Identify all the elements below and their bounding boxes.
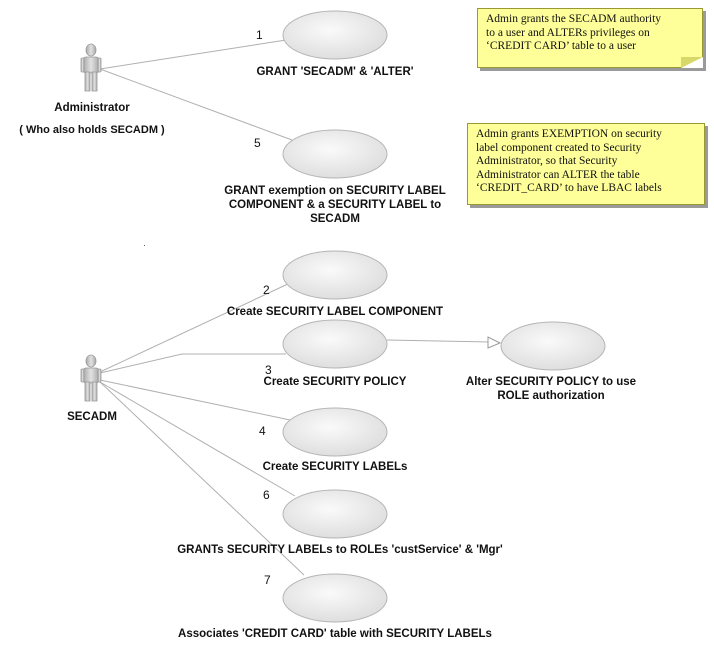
use-case-uc5-label: GRANT exemption on SECURITY LABEL COMPON… [224,185,446,225]
note-exemption[interactable]: Admin grants EXEMPTION on security label… [467,123,705,205]
assoc-secadm-uc4 [99,379,291,421]
actor-administrator-subtitle: ( Who also holds SECADM ) [19,124,165,136]
use-case-uc2-number: 2 [263,283,270,297]
use-case-uc3-label: Create SECURITY POLICY [263,376,407,388]
use-case-uc4-ellipse[interactable] [282,407,388,457]
use-case-uc1-label: GRANT 'SECADM' & 'ALTER' [256,66,414,78]
use-case-uc7-ellipse[interactable] [282,573,388,623]
assoc-secadm-uc6 [99,381,296,497]
generalization-uc3-alter [386,339,491,343]
stray-dot [144,245,145,246]
use-case-uc2-label: Create SECURITY LABEL COMPONENT [226,306,444,318]
use-case-uc3-number: 3 [265,363,272,377]
actor-secadm-figure[interactable] [80,354,102,402]
use-case-alter-ellipse[interactable] [500,321,606,371]
assoc-admin-uc5 [99,68,293,141]
note-secadm-grant-text: Admin grants the SECADM authority to a u… [486,13,662,52]
use-case-uc5-ellipse[interactable] [282,129,388,179]
use-case-uc6-label: GRANTs SECURITY LABELs to ROLEs 'custSer… [177,544,503,556]
use-case-uc1-ellipse[interactable] [282,10,388,60]
actor-secadm-name: SECADM [67,411,117,423]
use-case-uc3-ellipse[interactable] [282,319,388,369]
actor-administrator-figure[interactable] [80,43,102,92]
note-exemption-text: Admin grants EXEMPTION on security label… [476,128,662,194]
assoc-secadm-uc3 [99,353,286,374]
use-case-uc1-number: 1 [256,28,263,42]
use-case-uc4-number: 4 [259,424,266,438]
assoc-secadm-uc7 [99,381,305,576]
use-case-uc7-label: Associates 'CREDIT CARD' table with SECU… [178,628,492,640]
use-case-uc6-number: 6 [263,488,270,502]
use-case-uc6-ellipse[interactable] [282,489,388,539]
use-case-uc2-ellipse[interactable] [282,250,388,300]
assoc-admin-uc1 [99,39,287,70]
use-case-uc5-number: 5 [254,136,261,150]
use-case-alter-label: Alter SECURITY POLICY to use ROLE author… [465,376,637,402]
use-case-uc7-number: 7 [264,573,271,587]
note-fold-flap [681,57,703,68]
use-case-uc4-label: Create SECURITY LABELs [262,461,408,473]
generalization-arrowhead [487,336,502,349]
assoc-secadm-uc2 [99,282,291,373]
actor-administrator-name: Administrator [54,102,130,114]
note-secadm-grant[interactable]: Admin grants the SECADM authority to a u… [477,8,703,68]
